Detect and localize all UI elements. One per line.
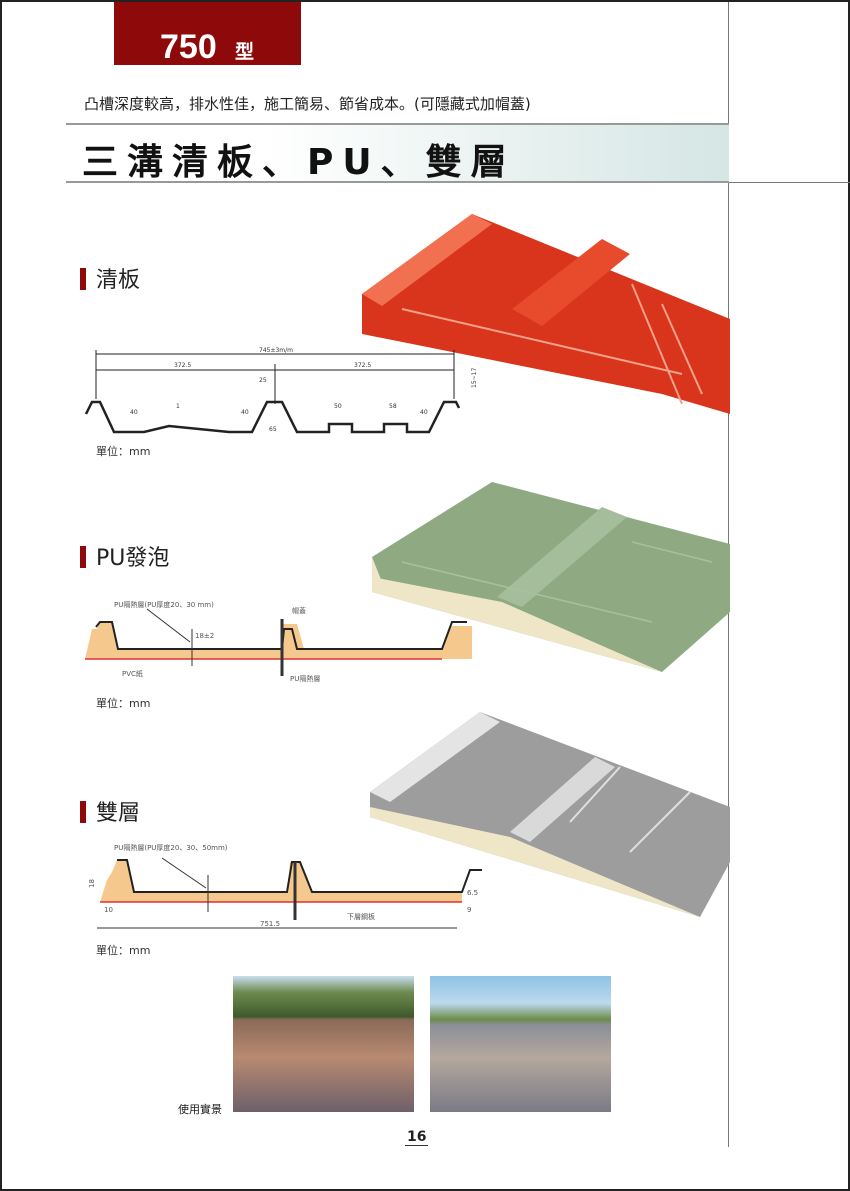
svg-text:PU隔熱層: PU隔熱層 (290, 674, 320, 683)
plain-profile-diagram: 745±3m/m 372.5 372.5 25 40 40 1 65 50 58… (84, 347, 478, 434)
green-panel-image (372, 482, 730, 672)
svg-text:18±2: 18±2 (195, 632, 214, 640)
svg-text:1: 1 (176, 403, 180, 410)
red-panel-image (362, 214, 730, 414)
section-title-plain: 清板 (80, 262, 140, 294)
unit-label: 單位：mm (96, 697, 151, 710)
svg-text:10: 10 (104, 906, 113, 914)
section-title-pu: PU發泡 (80, 540, 169, 572)
svg-text:PVC紙: PVC紙 (122, 669, 143, 678)
unit-label: 單位：mm (96, 445, 151, 458)
svg-text:40: 40 (130, 409, 138, 416)
svg-text:751.5: 751.5 (260, 920, 280, 928)
svg-text:6.5: 6.5 (467, 889, 478, 897)
title-bar: 三溝清板、PU、雙層 (66, 123, 729, 183)
model-badge: 750 型 (114, 2, 301, 66)
page-title: 三溝清板、PU、雙層 (82, 142, 516, 183)
site-photo-2 (430, 976, 611, 1112)
svg-text:15~17: 15~17 (471, 368, 478, 388)
svg-text:9: 9 (467, 906, 471, 914)
svg-text:65: 65 (269, 426, 277, 433)
subtitle: 凸槽深度較高，排水性佳，施工簡易、節省成本。(可隱藏式加帽蓋) (84, 95, 531, 113)
svg-text:帽蓋: 帽蓋 (292, 606, 306, 615)
unit-label: 單位：mm (96, 944, 151, 957)
model-suffix: 型 (235, 42, 255, 63)
svg-text:40: 40 (241, 409, 249, 416)
pu-profile-diagram: PU隔熱層(PU厚度20、30 mm) 帽蓋 18±2 PVC紙 PU隔熱層 (85, 600, 472, 683)
svg-text:372.5: 372.5 (354, 362, 371, 369)
photo-caption: 使用實景 (178, 1103, 222, 1116)
svg-text:PU隔熱層(PU厚度20、30、50mm): PU隔熱層(PU厚度20、30、50mm) (114, 843, 228, 852)
gray-panel-image (370, 712, 730, 917)
model-number: 750 (160, 28, 217, 66)
svg-text:25: 25 (259, 377, 267, 384)
svg-text:745±3m/m: 745±3m/m (259, 347, 293, 354)
svg-text:PU隔熱層(PU厚度20、30 mm): PU隔熱層(PU厚度20、30 mm) (114, 600, 214, 609)
svg-text:18: 18 (88, 879, 96, 888)
svg-text:40: 40 (420, 409, 428, 416)
site-photo-1 (233, 976, 414, 1112)
section-title-double: 雙層 (80, 795, 140, 827)
svg-text:下層鋼板: 下層鋼板 (347, 912, 375, 921)
svg-text:50: 50 (334, 403, 342, 410)
divider (729, 182, 850, 183)
double-layer-profile-diagram: PU隔熱層(PU厚度20、30、50mm) 18 10 751.5 下層鋼板 6… (88, 843, 482, 929)
page-number: 16 (405, 1129, 429, 1146)
svg-text:58: 58 (389, 403, 397, 410)
svg-text:372.5: 372.5 (174, 362, 191, 369)
